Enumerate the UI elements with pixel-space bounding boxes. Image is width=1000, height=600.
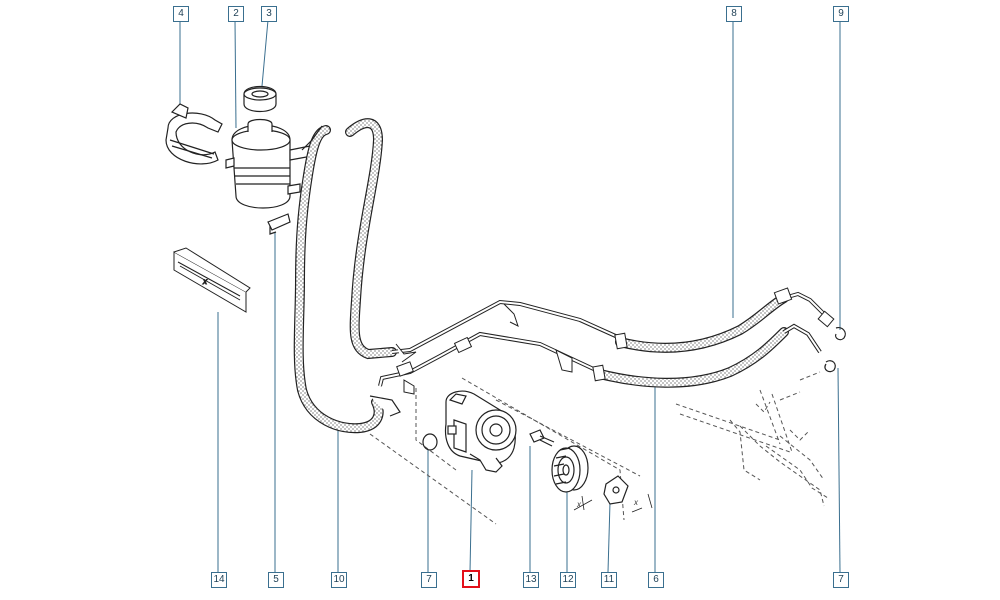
circlips-part-9-7 [824, 327, 846, 373]
pulley-part-12 [551, 445, 589, 493]
reservoir-cap-part-3 [243, 85, 277, 113]
pump-assembly-dashed-frame [369, 377, 641, 525]
feed-hose-part-8 [345, 118, 835, 360]
gauge-strip-part-14: x [173, 247, 251, 313]
callout-3[interactable]: 3 [261, 6, 277, 22]
reservoir-part-2 [225, 118, 313, 209]
callout-11[interactable]: 11 [601, 572, 617, 588]
clip-part-5 [267, 213, 291, 235]
bracket-part-11 [603, 475, 629, 505]
callout-8[interactable]: 8 [726, 6, 742, 22]
callout-10[interactable]: 10 [331, 572, 347, 588]
callout-7-pump[interactable]: 7 [421, 572, 437, 588]
leader-lines [179, 19, 841, 573]
callout-13[interactable]: 13 [523, 572, 539, 588]
callout-5[interactable]: 5 [268, 572, 284, 588]
steering-rack-outline [675, 371, 829, 507]
dimension-marks [573, 493, 653, 513]
pump-part-1 [444, 390, 517, 473]
callout-9[interactable]: 9 [833, 6, 849, 22]
dimension-x-label-bracket: x [633, 498, 639, 507]
dimension-x-label-strip: x [202, 277, 208, 286]
callout-2[interactable]: 2 [228, 6, 244, 22]
pressure-hose-part-6 [378, 323, 822, 395]
dimension-x-label-pulley: x [576, 500, 582, 509]
clamp-bracket-part-4 [165, 103, 223, 165]
callout-6[interactable]: 6 [648, 572, 664, 588]
bolt-part-13 [529, 429, 555, 447]
o-ring-part-7 [422, 433, 438, 451]
return-hose-part-10 [293, 125, 401, 434]
callout-1-highlighted[interactable]: 1 [462, 570, 480, 588]
callout-4[interactable]: 4 [173, 6, 189, 22]
callout-7-rack[interactable]: 7 [833, 572, 849, 588]
callout-14[interactable]: 14 [211, 572, 227, 588]
callout-12[interactable]: 12 [560, 572, 576, 588]
